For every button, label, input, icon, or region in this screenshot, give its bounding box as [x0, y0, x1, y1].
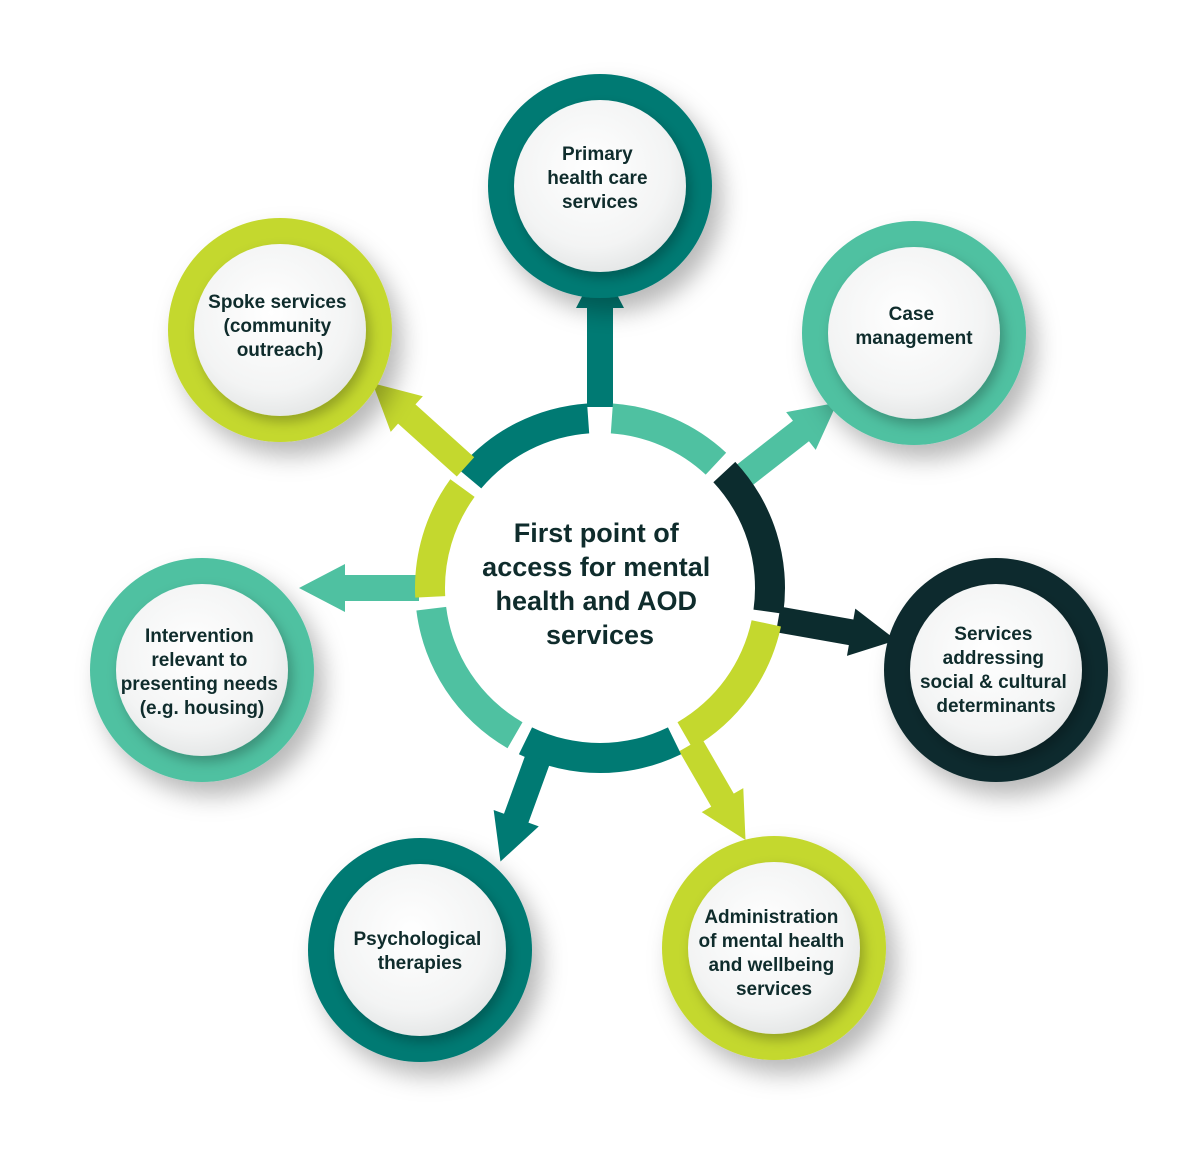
node-label: Primary health care services: [547, 144, 653, 213]
arrow-social: [775, 606, 897, 656]
hub-arc-intervention: [416, 606, 523, 749]
node-psychological-therapies: Psychological therapies: [308, 838, 532, 1062]
center-title: First point of access for mental health …: [482, 518, 718, 650]
node-intervention: Intervention relevant to presenting need…: [90, 558, 314, 782]
node-spoke-services: Spoke services (community outreach): [168, 218, 392, 442]
node-label: Spoke services (community outreach): [208, 292, 352, 361]
center-title-line: First point of: [514, 518, 680, 548]
node-social-cultural-determinants: Services addressing social & cultural de…: [884, 558, 1108, 782]
arrow-admin: [679, 738, 746, 841]
hub-arc-social: [713, 461, 785, 614]
hub-arc-spoke: [415, 479, 475, 598]
center-title-line: services: [546, 620, 654, 650]
hub-arc-psych: [518, 727, 682, 773]
hub-arc-primary: [458, 403, 590, 489]
arrow-case: [734, 402, 838, 487]
node-administration-services: Administration of mental health and well…: [662, 836, 886, 1060]
hub-arc-case: [610, 403, 727, 475]
node-label: Administration of mental health and well…: [699, 907, 850, 1000]
hub-arc-admin: [677, 620, 781, 749]
node-label: Case management: [855, 304, 973, 349]
center-title-line: health and AOD: [495, 586, 697, 616]
node-label: Intervention relevant to presenting need…: [121, 626, 284, 719]
node-case-management: Case management: [802, 221, 1026, 445]
node-primary-health-care: Primary health care services: [488, 74, 712, 298]
node-label: Psychological therapies: [353, 929, 486, 974]
node-label: Services addressing social & cultural de…: [920, 624, 1072, 717]
arrow-psych: [493, 753, 551, 862]
center-hub: First point of access for mental health …: [452, 440, 748, 736]
center-title-line: access for mental: [482, 552, 710, 582]
arrow-primary: [576, 262, 624, 407]
service-nodes: Primary health care services Case manage…: [90, 74, 1108, 1062]
arrow-intervention: [299, 564, 419, 612]
arrow-spoke: [372, 383, 475, 477]
connector-arrows: [299, 262, 897, 862]
